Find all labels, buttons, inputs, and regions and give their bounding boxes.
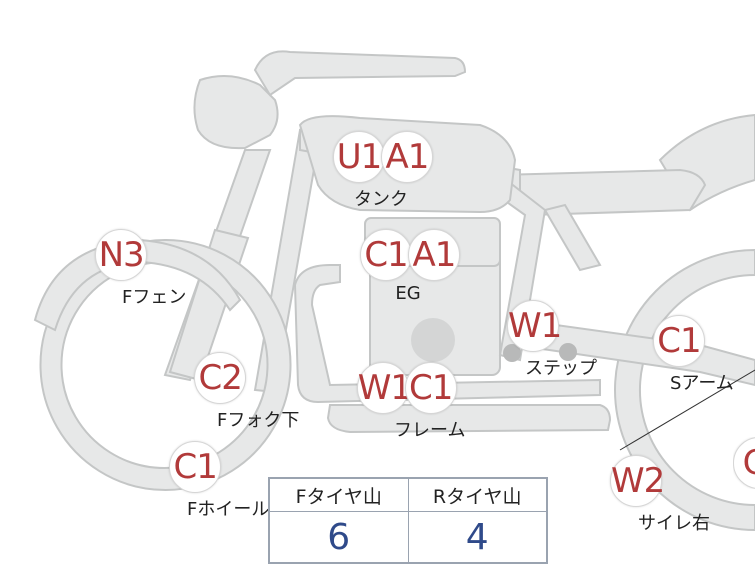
part-label: タンク [354,189,408,210]
code-badge[interactable]: C1 [404,362,457,414]
part-front-wheel: C1 Fホイール [117,441,269,521]
code-badge[interactable]: A1 [381,131,433,183]
step-peg-right [559,343,577,361]
part-silencer-right: W2 サイレ右 [558,455,710,535]
front-tire-value[interactable]: 6 [268,511,409,564]
part-engine: C1 A1 EG [360,229,460,304]
engine-cover-circle [411,318,455,362]
part-label: Fホイール [187,499,270,520]
handlebar [253,50,467,97]
leader-line-silencer [619,369,755,451]
part-label: EG [395,283,421,304]
part-edge-badge: C [733,437,755,489]
code-badge[interactable]: W1 [507,300,562,352]
table-header-row: Fタイヤ山 Rタイヤ山 [268,477,548,512]
step-peg-left [503,344,521,362]
part-step: W1 ステップ [465,300,597,380]
part-label: Fフェン [122,287,187,308]
table-value-row: 6 4 [268,511,548,564]
rear-tire-header: Rタイヤ山 [407,477,548,512]
tire-tread-table: Fタイヤ山 Rタイヤ山 6 4 [268,477,548,564]
front-tire-header: Fタイヤ山 [268,477,409,512]
seat [498,168,707,217]
code-badge[interactable]: C1 [169,441,222,493]
code-badge[interactable]: C2 [194,352,247,404]
code-badge[interactable]: C1 [360,229,412,281]
part-front-fork: C2 Fフォク下 [137,352,299,432]
code-badge[interactable]: C1 [652,315,705,367]
code-badge[interactable]: N3 [95,229,148,281]
part-label: Sアーム [670,373,734,394]
part-frame: W1 C1 フレーム [344,362,465,442]
part-label: Fフォク下 [217,410,300,431]
code-badge[interactable]: W1 [356,362,412,414]
code-badge[interactable]: C [733,437,755,489]
rear-frame [543,203,602,272]
part-swing-arm: C1 Sアーム [620,315,734,395]
motorcycle-silhouette [33,50,755,532]
code-badge[interactable]: U1 [333,131,385,183]
rear-tire-value[interactable]: 4 [407,511,548,564]
code-badge[interactable]: A1 [408,229,460,281]
headlight [193,75,279,150]
part-front-fender: N3 Fフェン [52,229,186,309]
part-label: ステップ [525,358,597,379]
code-badge[interactable]: W2 [610,455,665,507]
exhaust-lower [326,404,612,434]
part-tank: U1 A1 タンク [333,131,433,211]
part-label: サイレ右 [638,513,710,534]
part-label: フレーム [394,420,466,441]
exhaust-upper [293,264,601,404]
